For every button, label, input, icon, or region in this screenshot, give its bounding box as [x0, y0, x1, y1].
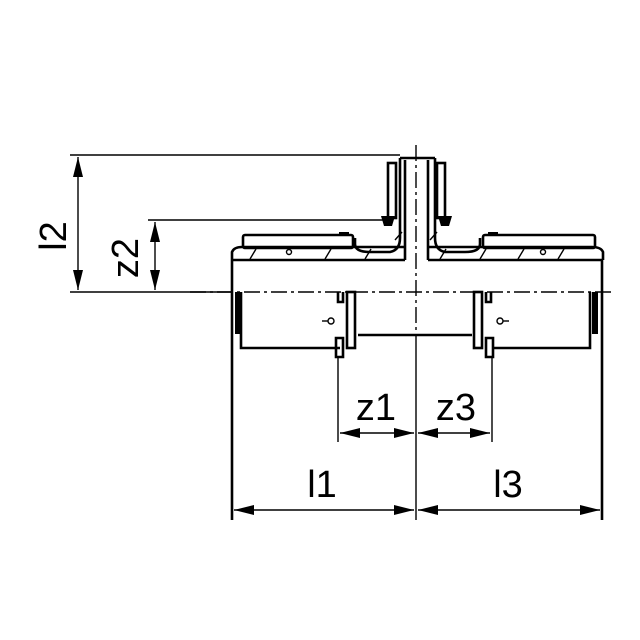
z2-label: z2 [105, 238, 147, 278]
l2-label: l2 [33, 221, 75, 251]
z1-label: z1 [356, 387, 396, 429]
extension-lines [70, 154, 493, 520]
l1-label: l1 [307, 464, 337, 506]
z3-label: z3 [436, 387, 476, 429]
tee-fitting-body [230, 156, 605, 520]
l3-label: l3 [493, 464, 523, 506]
